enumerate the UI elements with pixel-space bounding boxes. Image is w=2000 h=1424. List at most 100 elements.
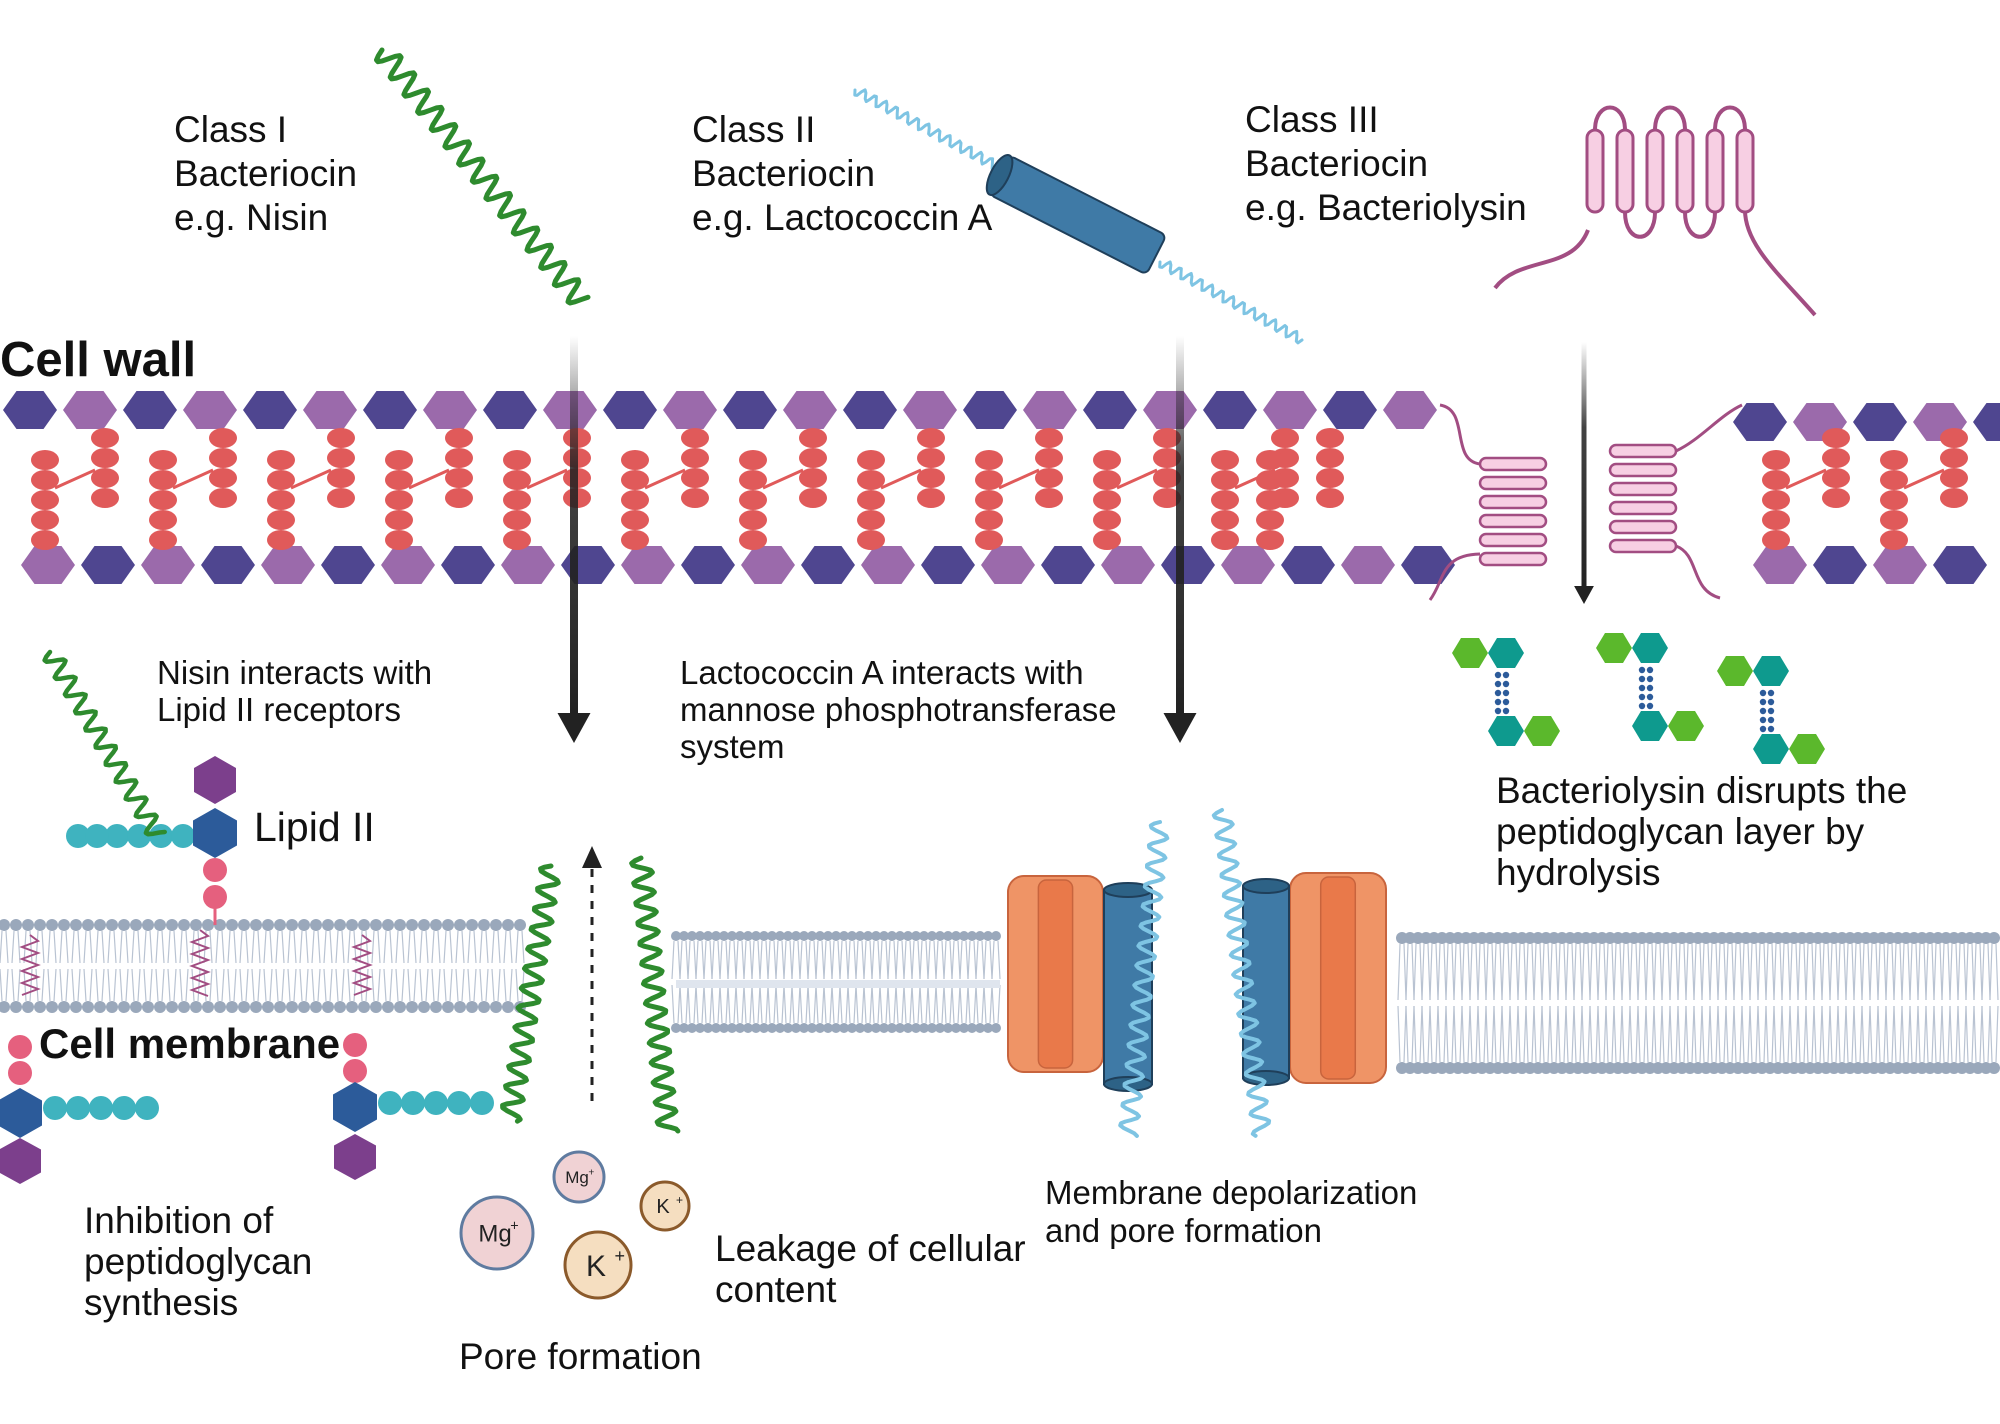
peptide-bead bbox=[1035, 448, 1063, 468]
lipid-tail bbox=[71, 968, 81, 1002]
lipid-tail bbox=[831, 940, 841, 980]
fragment-hexagon-green bbox=[1668, 711, 1704, 741]
lipid-tail bbox=[383, 968, 393, 1002]
fragment-dot bbox=[1638, 675, 1646, 683]
glycan-bottom-right-hexagon bbox=[1813, 546, 1867, 584]
depol-line-1: Membrane depolarization bbox=[1045, 1174, 1418, 1211]
lipid-tail bbox=[1845, 1005, 1855, 1063]
lipid-head-outer bbox=[991, 931, 1001, 941]
lipid-head-outer bbox=[310, 919, 322, 931]
lipid-head-outer bbox=[514, 919, 526, 931]
peptide-bead bbox=[975, 530, 1003, 550]
bacteriolysin-tail bbox=[1743, 209, 1817, 317]
lipid-tail bbox=[155, 930, 165, 964]
lipid-tail bbox=[743, 940, 753, 980]
lipid-tail bbox=[1581, 943, 1591, 1001]
lacto-note-line-3: system bbox=[680, 728, 785, 765]
peptide-bead bbox=[857, 510, 885, 530]
crosslink bbox=[998, 468, 1040, 490]
lipid-head-inner bbox=[911, 1023, 921, 1033]
pathway-arrow-shaft bbox=[570, 336, 578, 713]
lipid-tail bbox=[371, 930, 381, 964]
lipid-ii-sugar-bead bbox=[470, 1091, 494, 1115]
lipid-head-inner bbox=[430, 1001, 442, 1013]
depolarization-note: Membrane depolarization and pore formati… bbox=[1045, 1174, 1417, 1250]
fragment-dot bbox=[1494, 680, 1502, 688]
glycan-bottom-hexagon bbox=[1161, 546, 1215, 584]
lipid-tail bbox=[1629, 943, 1639, 1001]
lipid-tail bbox=[419, 968, 429, 1002]
lipid-head-outer bbox=[799, 931, 809, 941]
lipid-tail bbox=[1989, 943, 1999, 1001]
lipid-tail bbox=[1973, 1005, 1983, 1063]
lipid-ii-sugar-bead bbox=[105, 824, 129, 848]
lipid-tail bbox=[1885, 943, 1895, 1001]
glycan-top-hexagon bbox=[183, 391, 237, 429]
glycan-bottom-hexagon bbox=[381, 546, 435, 584]
lipid-head-outer bbox=[190, 919, 202, 931]
fragment-dot bbox=[1502, 689, 1510, 697]
lipid-tail bbox=[727, 940, 737, 980]
lipid-tail bbox=[695, 940, 705, 980]
lipid-tail bbox=[1669, 943, 1679, 1001]
peptide-bead bbox=[327, 448, 355, 468]
lipid-tail bbox=[1989, 1005, 1999, 1063]
fragment-dot bbox=[1759, 707, 1767, 715]
lipid-tail bbox=[1669, 1005, 1679, 1063]
glycan-bottom-hexagon bbox=[321, 546, 375, 584]
lipid-tail bbox=[1429, 943, 1439, 1001]
pathway-arrows bbox=[557, 336, 1594, 1101]
peptide-bead bbox=[739, 510, 767, 530]
lipid-tail bbox=[711, 940, 721, 980]
lipid-tail bbox=[855, 984, 865, 1024]
peptide-bead bbox=[621, 470, 649, 490]
lipid-head-inner bbox=[262, 1001, 274, 1013]
class-3-title: Class III bbox=[1245, 99, 1379, 140]
potassium-ion bbox=[639, 1180, 691, 1232]
lipid-head-outer bbox=[927, 931, 937, 941]
peptide-bead bbox=[1153, 428, 1181, 448]
lipid-tail bbox=[687, 984, 697, 1024]
peptide-bead bbox=[503, 450, 531, 470]
lipid-head-inner bbox=[719, 1023, 729, 1033]
bacteriolysin-helix-bar bbox=[1608, 538, 1678, 554]
lipid-ii-sugar-bead bbox=[112, 1096, 136, 1120]
lipid-ii-label: Lipid II bbox=[254, 804, 375, 850]
peptide-bead bbox=[1880, 470, 1908, 490]
lipid-head-inner bbox=[82, 1001, 94, 1013]
lactococcin-interaction-note: Lactococcin A interacts with mannose pho… bbox=[680, 654, 1117, 765]
lipid-tail bbox=[1629, 1005, 1639, 1063]
lipid-tail bbox=[919, 940, 929, 980]
lipid-head-outer bbox=[454, 919, 466, 931]
lipid-tail bbox=[1757, 943, 1767, 1001]
lipid-head-inner bbox=[799, 1023, 809, 1033]
lipid-tail bbox=[1461, 943, 1471, 1001]
lipid-tail bbox=[1733, 943, 1743, 1001]
lipid-head-outer bbox=[831, 931, 841, 941]
lipid-tail bbox=[1949, 1005, 1959, 1063]
fragment-dot bbox=[1759, 725, 1767, 733]
lipid-tail bbox=[275, 968, 285, 1002]
peptide-bead bbox=[975, 450, 1003, 470]
potassium-ion bbox=[563, 1230, 633, 1300]
lipid-head-outer bbox=[142, 919, 154, 931]
bacteriolysin-helix-bar bbox=[1615, 128, 1635, 214]
lipid-tail bbox=[1501, 943, 1511, 1001]
lipid-tail bbox=[59, 930, 69, 964]
inhibition-note: Inhibition of peptidoglycan synthesis bbox=[84, 1200, 312, 1323]
peptide-bead bbox=[917, 488, 945, 508]
class-1-example: e.g. Nisin bbox=[174, 197, 329, 238]
nisin-interaction-note: Nisin interacts with Lipid II receptors bbox=[157, 654, 432, 728]
lipid-tail bbox=[1917, 943, 1927, 1001]
lipid-head-outer bbox=[286, 919, 298, 931]
lipid-ii-phosphate bbox=[343, 1059, 367, 1083]
peptide-bead bbox=[31, 530, 59, 550]
lipid-head-inner bbox=[346, 1001, 358, 1013]
nisin-peptides bbox=[42, 47, 681, 1134]
class-1-title: Class I bbox=[174, 109, 288, 150]
lipid-tail bbox=[299, 968, 309, 1002]
lipid-head-outer bbox=[975, 931, 985, 941]
glycan-bottom-hexagon bbox=[81, 546, 135, 584]
lipid-tail bbox=[263, 930, 273, 964]
lipid-tail bbox=[719, 984, 729, 1024]
